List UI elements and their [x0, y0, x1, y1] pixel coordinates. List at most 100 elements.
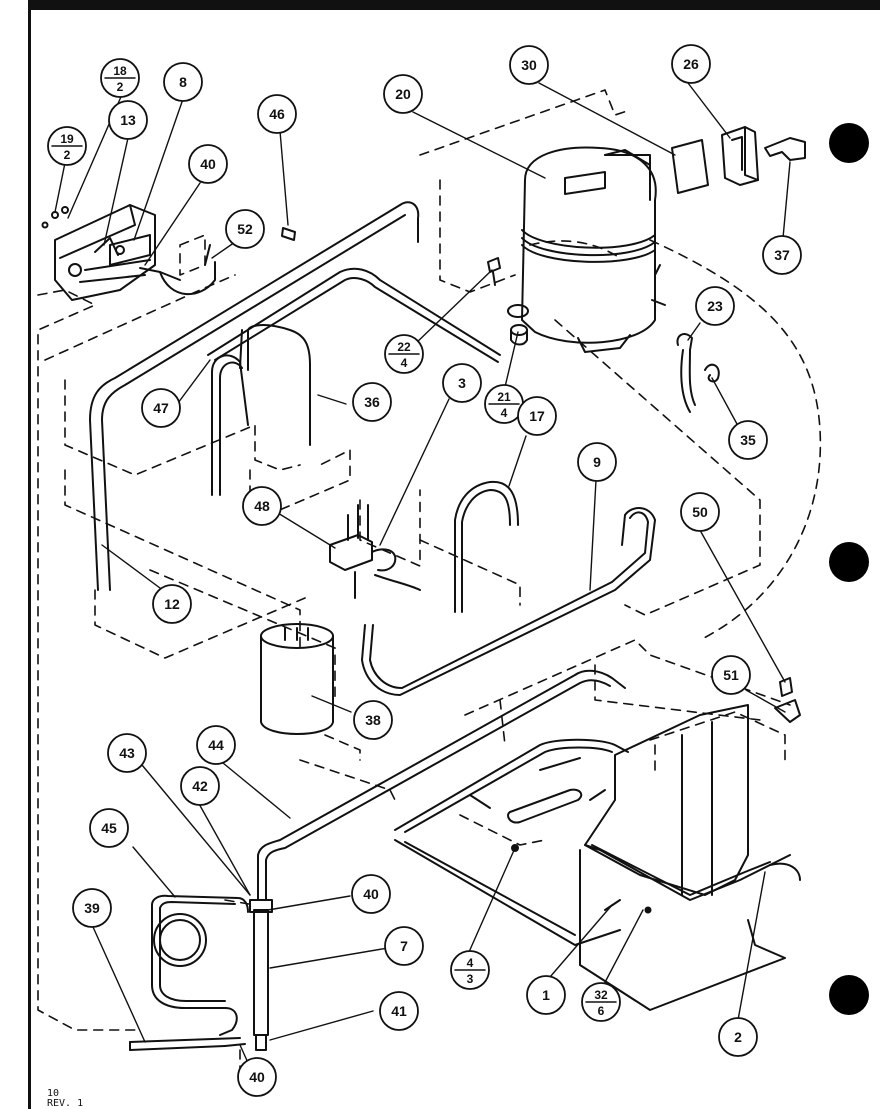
callout-circle — [188, 144, 228, 184]
callout-bubble-12: 12 — [152, 584, 192, 624]
capacitor-38 — [260, 623, 334, 735]
callout-bubble-4-3: 43 — [450, 950, 490, 990]
callout-bubble-13: 13 — [108, 100, 148, 140]
callout-bubble-43: 43 — [107, 733, 147, 773]
callout-number: 42 — [192, 778, 208, 794]
callout-circle — [163, 62, 203, 102]
callout-circle — [108, 100, 148, 140]
callout-bubble-22-4: 224 — [384, 334, 424, 374]
bracket-51 — [774, 699, 801, 723]
callout-bubble-47: 47 — [141, 388, 181, 428]
callout-circle — [517, 396, 557, 436]
callout-number: 32 — [594, 988, 608, 1002]
left-margin-rule — [0, 0, 31, 1109]
callout-number: 36 — [364, 394, 380, 410]
callout-number: 40 — [200, 156, 216, 172]
top-border-bar — [28, 0, 880, 10]
callout-number: 39 — [84, 900, 100, 916]
callout-number: 40 — [249, 1069, 265, 1085]
callout-circle — [728, 420, 768, 460]
leader-lines — [54, 82, 791, 1066]
binder-hole-bottom — [829, 975, 869, 1015]
callout-bubble-37: 37 — [762, 235, 802, 275]
callout-bubble-52: 52 — [225, 209, 265, 249]
callout-bubble-18-2: 182 — [100, 58, 140, 98]
callout-number: 22 — [397, 340, 411, 354]
callout-bubble-48: 48 — [242, 486, 282, 526]
callout-bubble-51: 51 — [711, 655, 751, 695]
revision-label: REV. 1 — [47, 1098, 84, 1109]
callout-number: 4 — [467, 956, 474, 970]
callout-circle — [196, 725, 236, 765]
callout-number: 38 — [365, 712, 381, 728]
callout-circle — [351, 874, 391, 914]
callout-number: 2 — [64, 148, 71, 162]
callout-number: 48 — [254, 498, 270, 514]
callout-bubble-30: 30 — [509, 45, 549, 85]
callout-circle — [384, 926, 424, 966]
callout-circle — [237, 1057, 277, 1097]
callout-circle — [107, 733, 147, 773]
callout-number: 45 — [101, 820, 117, 836]
callout-number: 20 — [395, 86, 411, 102]
tubing-lines — [89, 201, 656, 696]
callout-circle — [577, 442, 617, 482]
callout-number: 2 — [117, 80, 124, 94]
grommet-23 — [676, 333, 696, 413]
base-pan-1 — [394, 738, 629, 946]
callout-bubble-38: 38 — [353, 700, 393, 740]
callout-bubble-23: 23 — [695, 286, 735, 326]
callout-bubble-7: 7 — [384, 926, 424, 966]
callout-circle — [225, 209, 265, 249]
callout-circle — [257, 94, 297, 134]
callout-number: 37 — [774, 247, 790, 263]
callout-number: 19 — [60, 132, 74, 146]
tube-39 — [129, 1037, 246, 1051]
callout-number: 41 — [391, 1003, 407, 1019]
clamp-35 — [704, 363, 720, 383]
callout-circle — [711, 655, 751, 695]
callout-number: 30 — [521, 57, 537, 73]
overload-26 — [721, 126, 759, 186]
callout-bubble-50: 50 — [680, 492, 720, 532]
callout-number: 40 — [363, 886, 379, 902]
cabinet-panel-2 — [579, 704, 801, 1011]
callout-bubble-17: 17 — [517, 396, 557, 436]
callout-bubble-44: 44 — [196, 725, 236, 765]
callout-number: 26 — [683, 56, 699, 72]
relay-cover-30 — [671, 139, 709, 194]
tube-44 — [257, 669, 626, 901]
callout-circle — [509, 45, 549, 85]
compressor-20 — [507, 146, 666, 353]
callout-bubble-46: 46 — [257, 94, 297, 134]
callout-circle — [718, 1017, 758, 1057]
callout-bubble-32-6: 326 — [581, 982, 621, 1022]
callout-number: 3 — [458, 375, 466, 391]
binder-hole-middle — [829, 542, 869, 582]
condenser-45 — [151, 894, 249, 1036]
callout-bubble-9: 9 — [577, 442, 617, 482]
callout-circle — [352, 382, 392, 422]
callout-bubble-2: 2 — [718, 1017, 758, 1057]
callout-number: 3 — [467, 972, 474, 986]
callout-bubble-45: 45 — [89, 808, 129, 848]
screw-22 — [487, 257, 501, 286]
callout-bubble-36: 36 — [352, 382, 392, 422]
clip-37 — [764, 137, 806, 161]
callout-number: 46 — [269, 106, 285, 122]
callout-number: 43 — [119, 745, 135, 761]
callout-number: 52 — [237, 221, 253, 237]
callout-bubble-26: 26 — [671, 44, 711, 84]
callout-circle — [762, 235, 802, 275]
component-48 — [329, 504, 421, 599]
dashed-assembly-guides — [37, 89, 822, 1076]
callout-number: 7 — [400, 938, 408, 954]
callout-number: 23 — [707, 298, 723, 314]
callout-bubble-3: 3 — [442, 363, 482, 403]
page-number: 10 — [47, 1088, 60, 1099]
callout-bubble-1: 1 — [526, 975, 566, 1015]
callout-bubble-40-mid: 40 — [351, 874, 391, 914]
callout-bubble-39: 39 — [72, 888, 112, 928]
